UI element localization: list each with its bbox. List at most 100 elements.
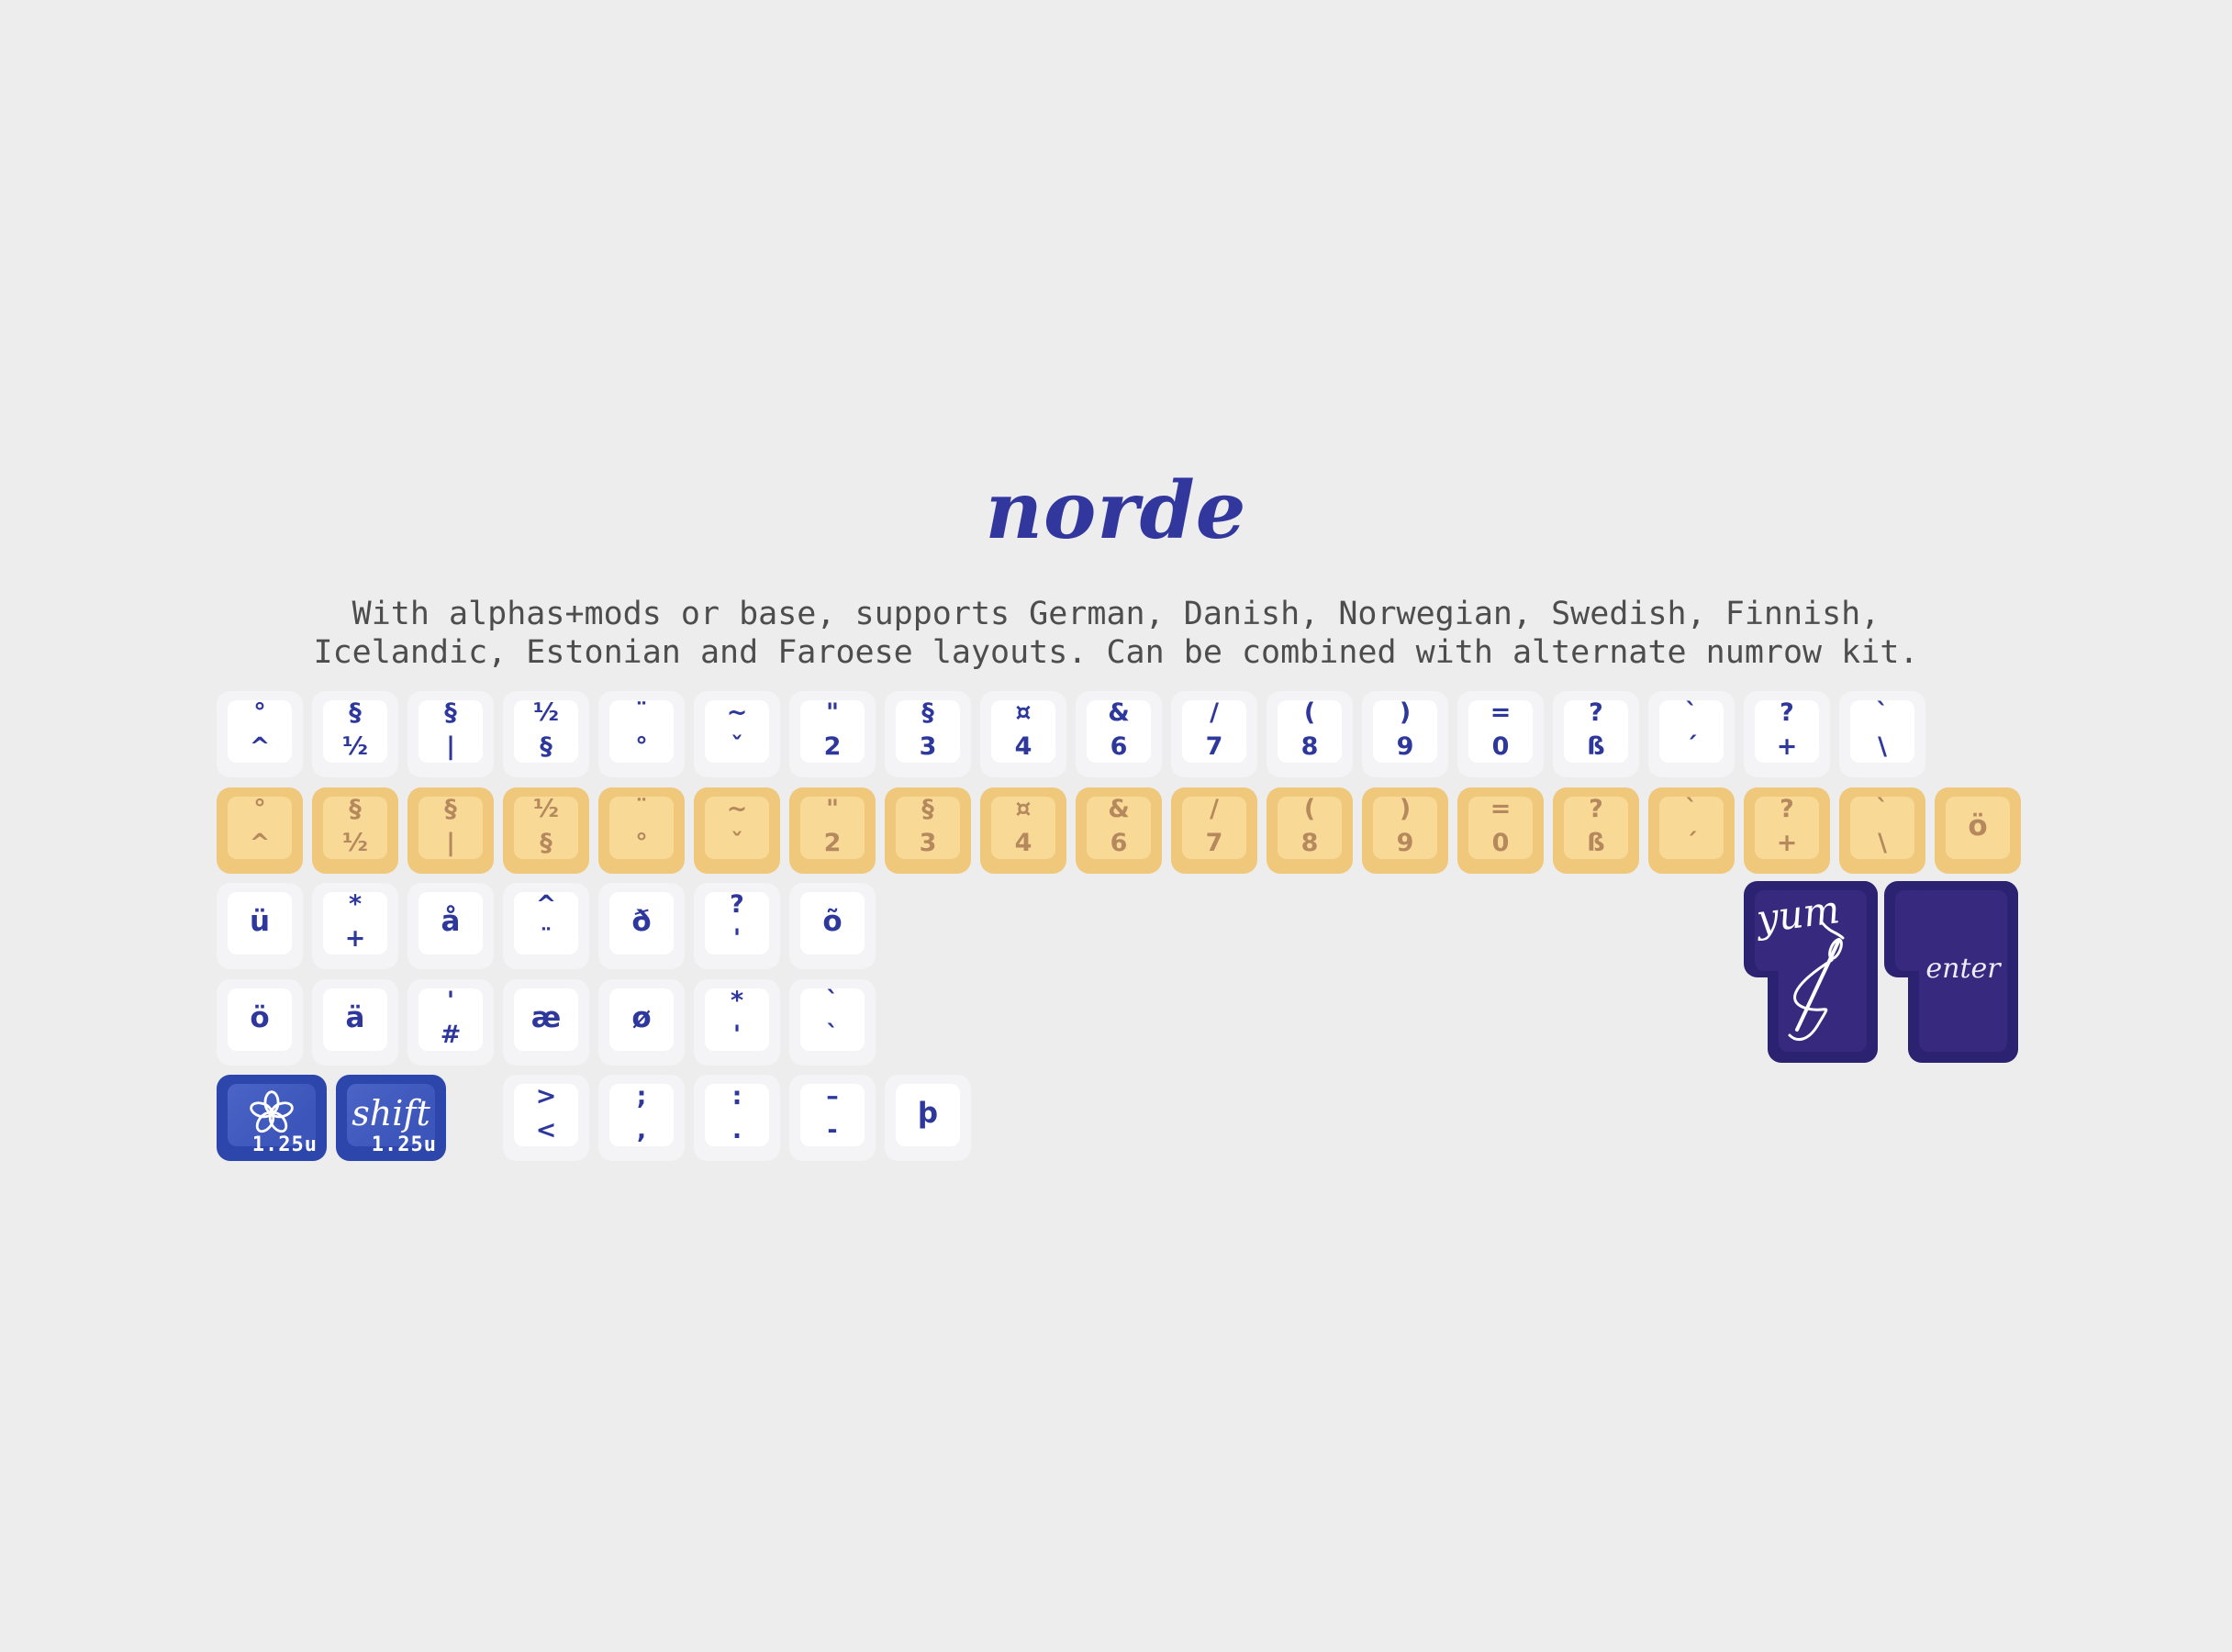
keycap-top xyxy=(609,892,674,954)
keycap-top xyxy=(1087,700,1151,763)
keycap-:-.: :. xyxy=(694,1075,780,1161)
keycap-top xyxy=(705,700,769,763)
keycap-top xyxy=(228,988,292,1051)
keycap-legends: :. xyxy=(694,1078,780,1148)
keycap-legend: ) xyxy=(1399,795,1412,823)
keycap-&-6: &6 xyxy=(1076,787,1162,874)
keycap-legend: 3 xyxy=(919,732,937,761)
keycap-top xyxy=(323,988,387,1051)
keycap-°-^: °^ xyxy=(217,787,303,874)
keycap-legends: °^ xyxy=(217,695,303,765)
keycap-legends: *+ xyxy=(312,887,398,956)
keycap-legends: (8 xyxy=(1267,791,1353,861)
keycap-legends: "2 xyxy=(789,791,876,861)
keycap-legend: ' xyxy=(732,924,742,953)
keycap-legend: ü xyxy=(249,904,271,938)
keycap-top xyxy=(1087,797,1151,859)
keycap-legends: ä xyxy=(312,983,398,1053)
keycap-¤-4: ¤4 xyxy=(980,787,1066,874)
keycap-legend: - xyxy=(827,1116,838,1144)
keycap-top xyxy=(323,797,387,859)
keycap-legends: >< xyxy=(503,1078,589,1148)
keycap-legends: ½§ xyxy=(503,791,589,861)
keycap-legends: å xyxy=(407,887,494,956)
keycap-top xyxy=(228,700,292,763)
keycap-top xyxy=(514,988,578,1051)
keycap-)-9: )9 xyxy=(1362,787,1448,874)
keycap-top xyxy=(514,700,578,763)
keycap-top xyxy=(1946,797,2010,859)
keycap-top xyxy=(1755,797,1819,859)
keycap-top xyxy=(800,797,865,859)
keycap-/-7: /7 xyxy=(1171,787,1257,874)
keycap-legend: shift xyxy=(352,1093,430,1133)
keycap-top xyxy=(1468,797,1533,859)
flower-icon xyxy=(250,1090,294,1133)
keycap-legend: ) xyxy=(1399,698,1412,727)
keycap-legend: 0 xyxy=(1491,732,1510,761)
keycap-legends: –- xyxy=(789,1078,876,1148)
keycap-top xyxy=(1755,700,1819,763)
keycap-top xyxy=(514,892,578,954)
keycap-legend: > xyxy=(535,1082,557,1111)
keycap-legends: *' xyxy=(694,983,780,1053)
keycap-top xyxy=(609,700,674,763)
keycap-legends: §½ xyxy=(312,791,398,861)
keycap-§-|: §| xyxy=(407,691,494,777)
keycap-ü: ü xyxy=(217,883,303,969)
keycap-legend: ` xyxy=(1876,698,1889,727)
keycap-ø: ø xyxy=(598,979,685,1066)
keycap-`-\: `\ xyxy=(1839,787,1925,874)
keycap-¨-°: ¨° xyxy=(598,691,685,777)
keycap-(-8: (8 xyxy=(1267,787,1353,874)
keycap-legend: 2 xyxy=(823,732,842,761)
keycap-legend: ö xyxy=(250,1000,270,1034)
keycap-legend: ß xyxy=(1587,732,1605,761)
keycap-legend: 9 xyxy=(1396,732,1414,761)
keycap-legends: ö xyxy=(1935,791,2021,861)
keycap-legend: + xyxy=(1776,732,1798,761)
keycap-top xyxy=(323,700,387,763)
keycap-legend: / xyxy=(1210,698,1219,727)
keycap-legend: ^ xyxy=(535,890,557,919)
keycap-?-+: ?+ xyxy=(1744,787,1830,874)
keycap-legends: ö xyxy=(217,983,303,1053)
keycap-legend: ~ xyxy=(726,698,748,727)
keycap-legends: )9 xyxy=(1362,695,1448,765)
keycap-legend: ß xyxy=(1587,829,1605,857)
keycap-legends: ¨° xyxy=(598,791,685,861)
keycap-legend: 9 xyxy=(1396,829,1414,857)
keycap-°-^: °^ xyxy=(217,691,303,777)
keycap->-<: >< xyxy=(503,1075,589,1161)
keycap-legends: §| xyxy=(407,791,494,861)
keycap-=-0: =0 xyxy=(1457,691,1544,777)
keycap-legend: < xyxy=(535,1116,557,1144)
keycap-legends: ^¨ xyxy=(503,887,589,956)
keycap-å: å xyxy=(407,883,494,969)
keycap-legend: § xyxy=(444,698,457,727)
keycap-top xyxy=(1278,700,1342,763)
keycap-legend: ? xyxy=(730,890,744,919)
keycap-legend: ^ xyxy=(249,732,271,761)
keycap-top xyxy=(347,1084,435,1146)
keycap-top xyxy=(1373,700,1437,763)
keycap-legend: ˇ xyxy=(731,829,743,857)
keycap-legend: ø xyxy=(631,1000,652,1034)
keycap-legends: ð xyxy=(598,887,685,956)
keycap-'-#: '# xyxy=(407,979,494,1066)
keycap-top xyxy=(1278,797,1342,859)
keycap-/-7: /7 xyxy=(1171,691,1257,777)
keycap-legend: 8 xyxy=(1300,829,1319,857)
keycap-æ: æ xyxy=(503,979,589,1066)
keycap-top xyxy=(1564,797,1628,859)
yum-enter-keycap: yum xyxy=(1744,881,1878,1063)
key-size-label: 1.25u xyxy=(371,1133,437,1156)
keycap-*-': *' xyxy=(694,979,780,1066)
keycap-legend: ~ xyxy=(726,795,748,823)
keycap-legend: ö xyxy=(1968,809,1988,843)
keycap-legends: )9 xyxy=(1362,791,1448,861)
keycap-?-ß: ?ß xyxy=(1553,691,1639,777)
keycap-top xyxy=(800,1084,865,1146)
keycap-&-6: &6 xyxy=(1076,691,1162,777)
keycap-legend: ' xyxy=(446,987,455,1015)
